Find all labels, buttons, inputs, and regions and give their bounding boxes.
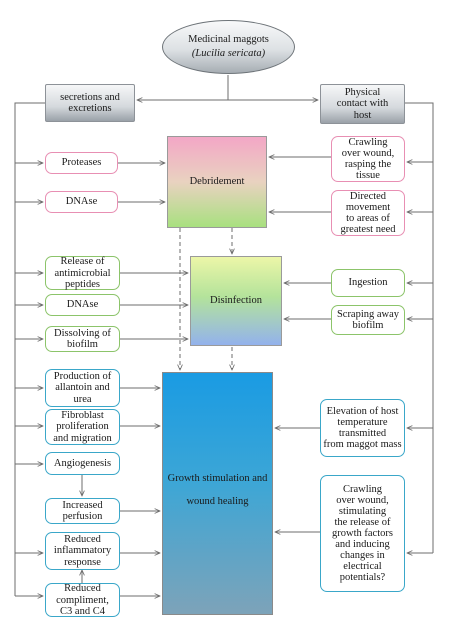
angiogenesis-box: Angiogenesis [45, 452, 120, 475]
growth-stimulation-box: Growth stimulation and wound healing [162, 372, 273, 615]
reduced-inflammatory-box: Reduced inflammatory response [45, 532, 120, 570]
root-title: Medicinal maggots [188, 33, 269, 45]
growth-title-line1: Growth stimulation and [167, 473, 268, 485]
increased-perfusion-box: Increased perfusion [45, 498, 120, 524]
allantoin-urea-box: Production of allantoin and urea [45, 369, 120, 407]
reduced-compliment-box: Reduced compliment, C3 and C4 [45, 583, 120, 617]
physical-contact-header: Physical contact with host [320, 84, 405, 124]
host-temperature-box: Elevation of host temperature transmitte… [320, 399, 405, 457]
dissolving-biofilm-box: Dissolving of biofilm [45, 326, 120, 352]
fibroblast-box: Fibroblast proliferation and migration [45, 409, 120, 445]
proteases-box: Proteases [45, 152, 118, 174]
growth-title-line2: wound healing [186, 495, 249, 507]
crawling-growth-factors-box: Crawling over wound, stimulating the rel… [320, 475, 405, 592]
secretions-header: secretions and excretions [45, 84, 135, 122]
directed-movement-box: Directed movement to areas of greatest n… [331, 190, 405, 236]
disinfection-box: Disinfection [190, 256, 282, 346]
right-trunk [405, 102, 434, 553]
root-ellipse: Medicinal maggots (Lucilia sericata) [162, 20, 295, 74]
ingestion-box: Ingestion [331, 269, 405, 297]
antimicrobial-peptides-box: Release of antimicrobial peptides [45, 256, 120, 290]
scraping-biofilm-box: Scraping away biofilm [331, 305, 405, 335]
root-species: (Lucilia sericata) [191, 48, 266, 59]
dnase-debridement-box: DNAse [45, 191, 118, 213]
debridement-box: Debridement [167, 136, 267, 228]
left-trunk [14, 102, 45, 596]
crawling-rasping-box: Crawling over wound, rasping the tissue [331, 136, 405, 182]
dnase-disinfection-box: DNAse [45, 294, 120, 316]
